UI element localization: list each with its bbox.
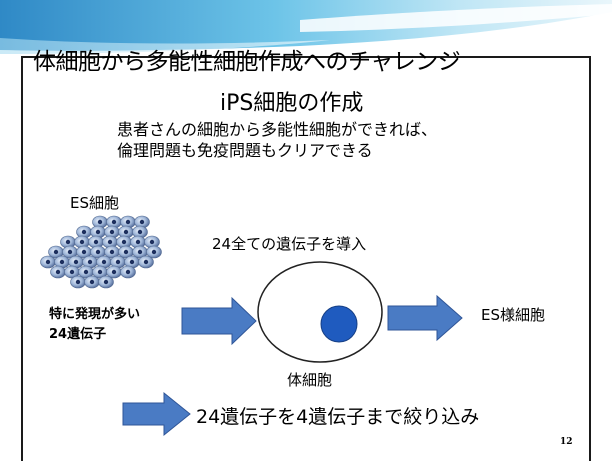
es-cell-nucleus — [97, 269, 103, 275]
header-band-light — [0, 38, 330, 54]
es-cell-nucleus — [139, 219, 145, 225]
es-cell-nucleus — [109, 249, 115, 255]
es-cell-nucleus — [73, 259, 79, 265]
es-cell-nucleus — [135, 239, 141, 245]
es-cell-nucleus — [101, 259, 107, 265]
es-cell-nucleus — [75, 279, 81, 285]
es-cell-nucleus — [111, 219, 117, 225]
es-cell-nucleus — [45, 259, 51, 265]
page-number: 12 — [560, 437, 573, 447]
es-cell-nucleus — [95, 229, 101, 235]
somatic-cell-nucleus — [320, 305, 358, 343]
es-cell-nucleus — [107, 239, 113, 245]
es-cell-nucleus — [143, 259, 149, 265]
arrow-to-es-like-cell — [387, 294, 463, 342]
es-cell-nucleus — [151, 249, 157, 255]
es-cell-nucleus — [55, 269, 61, 275]
es-cell-nucleus — [149, 239, 155, 245]
es-cell-nucleus — [53, 249, 59, 255]
somatic-cell-label: 体細胞 — [287, 371, 333, 389]
es-cell-nucleus — [97, 219, 103, 225]
es-cell-cluster — [40, 215, 162, 289]
es-cell-nucleus — [95, 249, 101, 255]
es-cell-nucleus — [123, 229, 129, 235]
es-cell-nucleus — [81, 229, 87, 235]
slide-frame — [21, 56, 591, 461]
introduce-genes-label: 24全ての遺伝子を導入 — [212, 235, 367, 253]
es-like-cell-label: ES様細胞 — [481, 306, 545, 324]
es-cell-nucleus — [83, 269, 89, 275]
es-cell-nucleus — [111, 269, 117, 275]
narrow-genes-label: 24遺伝子を4遺伝子まで絞り込み — [196, 406, 480, 428]
es-cell-nucleus — [115, 259, 121, 265]
es-cell-nucleus — [87, 259, 93, 265]
slide-subtitle: iPS細胞の作成 — [220, 91, 364, 116]
arrow-to-somatic-cell — [181, 296, 257, 346]
es-cell-nucleus — [65, 239, 71, 245]
es-cell-nucleus — [121, 239, 127, 245]
es-cell-nucleus — [125, 269, 131, 275]
slide-title: 体細胞から多能性細胞作成へのチャレンジ — [33, 49, 461, 75]
es-cell-nucleus — [89, 279, 95, 285]
es-cell-nucleus — [81, 249, 87, 255]
es-cell-nucleus — [67, 249, 73, 255]
description-line-2: 倫理問題も免疫問題もクリアできる — [117, 141, 373, 160]
es-cell-nucleus — [125, 219, 131, 225]
genes-label-line-2: 24遺伝子 — [49, 327, 107, 342]
es-cell-label: ES細胞 — [70, 194, 119, 212]
es-cell-nucleus — [59, 259, 65, 265]
arrow-narrow-genes — [122, 391, 191, 437]
header-band-highlight — [300, 4, 612, 32]
es-cell-nucleus — [137, 249, 143, 255]
es-cell-nucleus — [69, 269, 75, 275]
genes-label-line-1: 特に発現が多い — [49, 307, 141, 322]
es-cell-nucleus — [123, 249, 129, 255]
es-cell-nucleus — [93, 239, 99, 245]
es-cell-nucleus — [137, 229, 143, 235]
es-cell-nucleus — [109, 229, 115, 235]
es-cell-nucleus — [79, 239, 85, 245]
es-cell-nucleus — [129, 259, 135, 265]
description-line-1: 患者さんの細胞から多能性細胞ができれば、 — [117, 120, 438, 139]
es-cell-nucleus — [103, 279, 109, 285]
